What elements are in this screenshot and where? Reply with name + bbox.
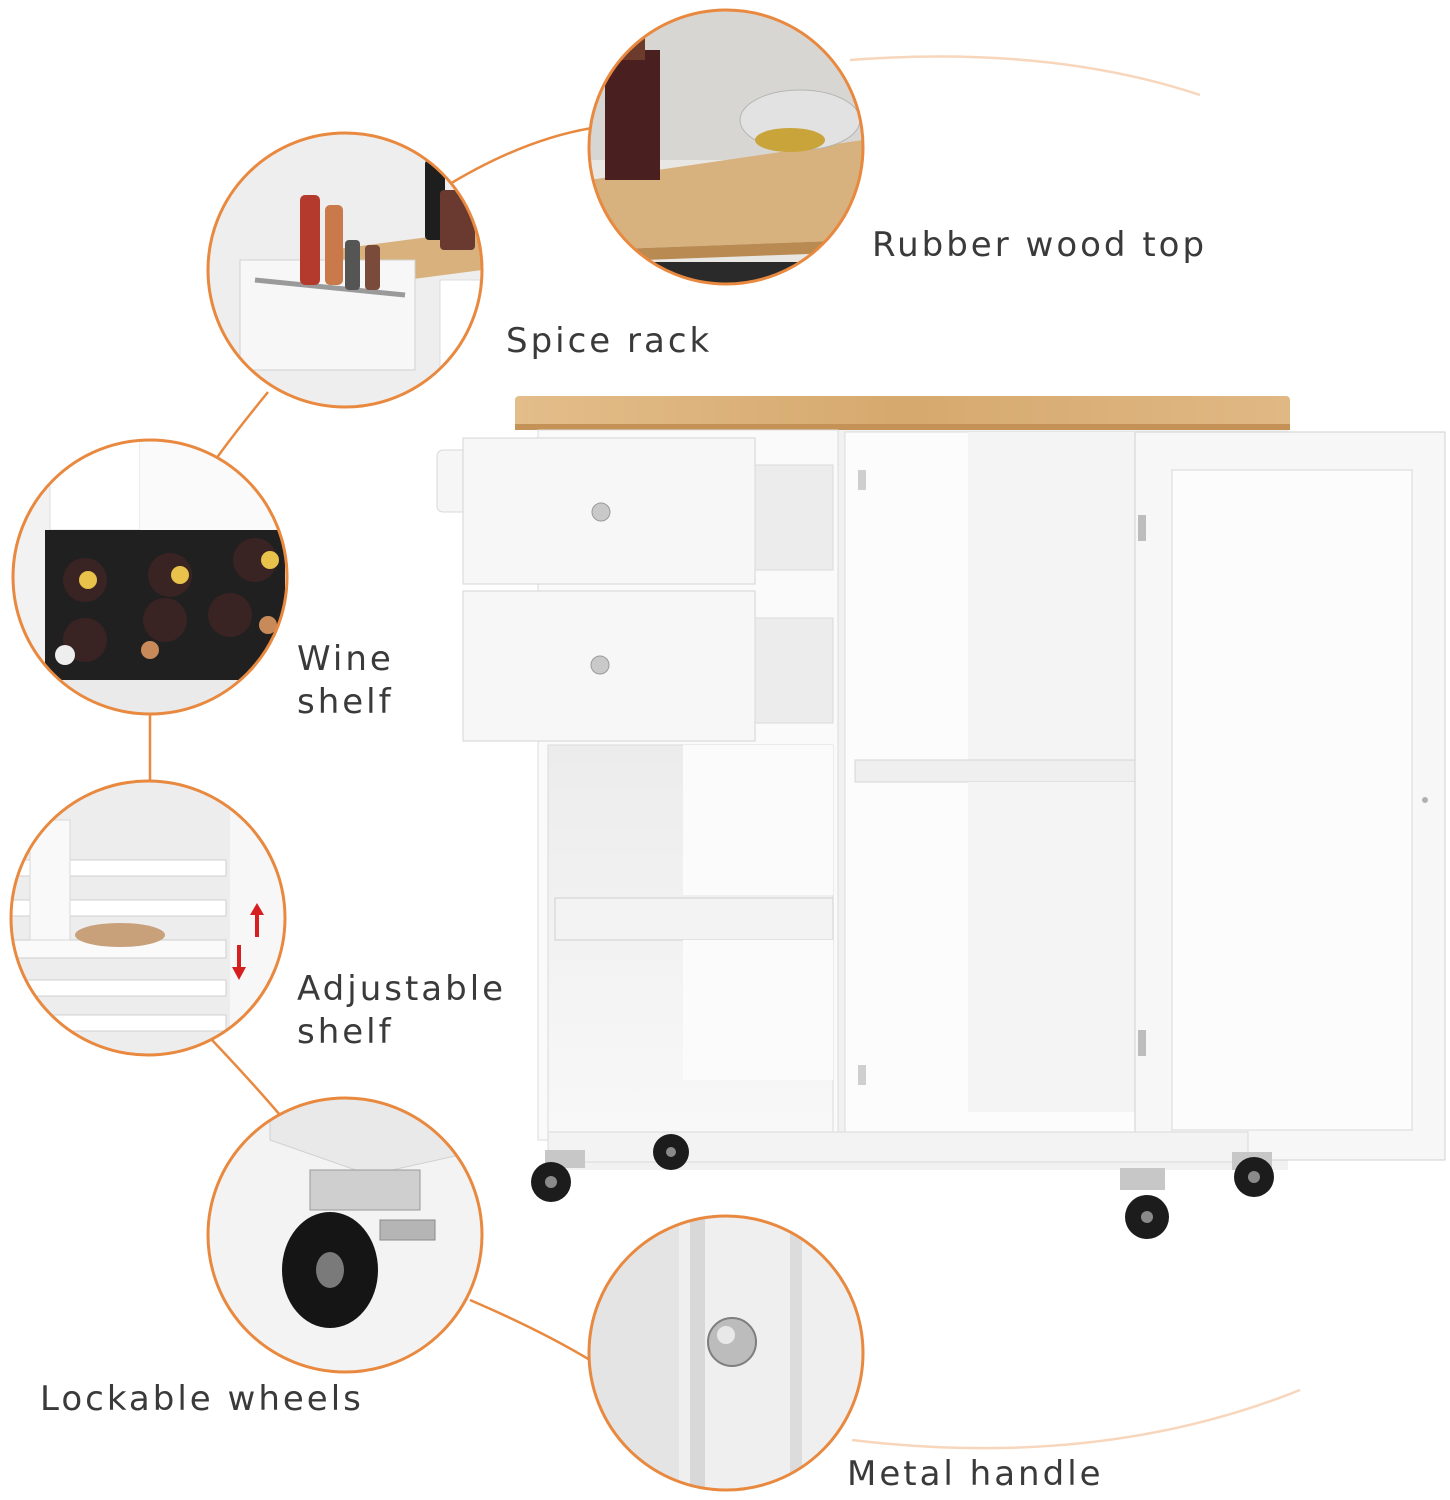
detail-circle-spice-rack [206, 131, 484, 409]
detail-circle-wine-shelf [11, 438, 289, 716]
drawer-bottom [462, 590, 834, 742]
label-rubber-wood-top: Rubber wood top [872, 225, 1208, 265]
wine-tray [554, 897, 834, 941]
label-wine-shelf: Wine shelf [297, 639, 394, 722]
drawer-knob-icon [591, 502, 611, 522]
label-metal-handle: Metal handle [847, 1454, 1104, 1494]
metal-knob-icon [707, 1317, 757, 1367]
up-arrow-icon [250, 903, 264, 937]
detail-circle-rubber-wood-top [587, 8, 865, 286]
down-arrow-icon [232, 945, 246, 980]
detail-circle-lockable-wheels [206, 1096, 484, 1374]
wheel-icon [1120, 1168, 1169, 1239]
cabinet-door [1134, 431, 1446, 1161]
detail-circle-metal-handle [587, 1214, 865, 1492]
drawer-top [462, 437, 834, 585]
label-adjustable-shelf: Adjustable shelf [297, 969, 507, 1052]
wheel-icon [653, 1134, 689, 1170]
label-spice-rack: Spice rack [506, 321, 713, 361]
connector-lines [148, 55, 1301, 1450]
wheel-icon [1232, 1152, 1274, 1197]
drawer-knob-icon [590, 655, 610, 675]
label-lockable-wheels: Lockable wheels [40, 1379, 364, 1419]
wheel-icon [531, 1150, 585, 1202]
detail-circle-adjustable-shelf [9, 779, 287, 1057]
middle-shelf [854, 759, 1136, 783]
wood-top [515, 396, 1290, 428]
kitchen-cart [436, 396, 1446, 1239]
